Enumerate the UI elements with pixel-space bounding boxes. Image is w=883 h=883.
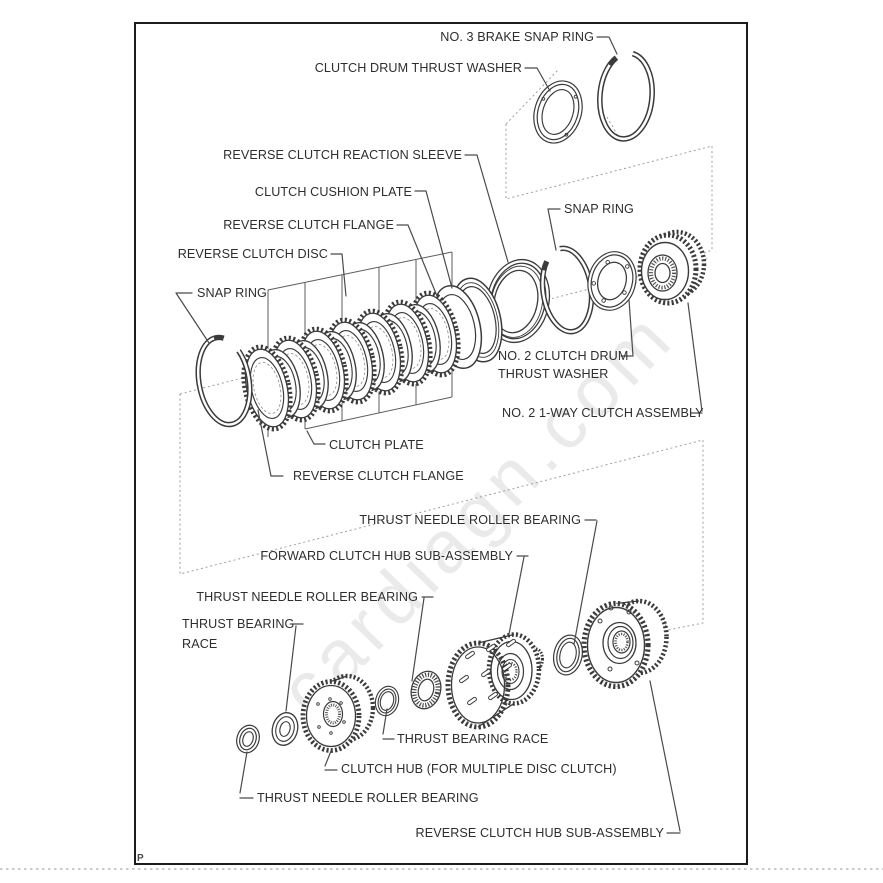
leader-clutch-drum-thrust-washer (524, 67, 551, 92)
page-marker: P (137, 853, 144, 864)
label-snap-ring-left: SNAP RING (197, 286, 267, 300)
snap-ring-left-part (195, 334, 253, 428)
label-no3-brake-snap-ring: NO. 3 BRAKE SNAP RING (440, 30, 594, 44)
label-clutch-plate: CLUTCH PLATE (329, 438, 424, 452)
leader-clutch-cushion-plate (414, 190, 453, 289)
dashed-group-lines (179, 69, 713, 631)
label-reverse-clutch-disc: REVERSE CLUTCH DISC (178, 247, 328, 261)
thrust-needle-roller-bearing-part-upper (552, 634, 584, 676)
label-clutch-cushion-plate: CLUTCH CUSHION PLATE (255, 185, 412, 199)
no2-clutch-drum-thrust-washer-part (587, 251, 637, 311)
label-thrust-needle-roller-bearing-mid: THRUST NEEDLE ROLLER BEARING (196, 590, 418, 604)
figure-border (134, 22, 748, 865)
leader-snap-ring-left (175, 292, 210, 344)
thrust-needle-roller-bearing-part-lower (236, 724, 260, 754)
label-no2-clutch-drum-thrust-washer-line1: NO. 2 CLUTCH DRUM (498, 349, 628, 363)
label-thrust-needle-roller-bearing-lower: THRUST NEEDLE ROLLER BEARING (257, 791, 479, 805)
leader-thrust-bearing-race-small (382, 708, 395, 740)
leader-no3-brake-snap-ring (596, 36, 618, 55)
leader-clutch-hub (324, 750, 338, 771)
label-forward-clutch-hub-sub-assembly: FORWARD CLUTCH HUB SUB-ASSEMBLY (260, 549, 513, 563)
label-no2-clutch-drum-thrust-washer-line2: THRUST WASHER (498, 367, 608, 381)
part-labels: NO. 3 BRAKE SNAP RING CLUTCH DRUM THRUST… (178, 30, 704, 840)
thrust-bearing-race-part-small (374, 685, 400, 717)
label-thrust-bearing-race-small: THRUST BEARING RACE (397, 732, 548, 746)
leader-reverse-clutch-flange-upper (396, 224, 438, 297)
reverse-clutch-hub-part (581, 598, 669, 690)
label-snap-ring-right: SNAP RING (564, 202, 634, 216)
leader-clutch-plate (306, 430, 326, 445)
leader-reverse-clutch-hub (649, 680, 681, 834)
leader-forward-clutch-hub (508, 555, 529, 635)
leader-thrust-needle-roller-bearing-upper (573, 519, 598, 645)
thrust-bearing-race-part-left (271, 712, 299, 746)
leader-reverse-clutch-flange-lower (257, 409, 284, 477)
no2-1way-clutch-assembly-part (637, 229, 707, 306)
label-thrust-bearing-race-left-line1: THRUST BEARING (182, 617, 294, 631)
no3-brake-snap-ring-part (597, 50, 655, 142)
label-reverse-clutch-flange-lower: REVERSE CLUTCH FLANGE (293, 469, 464, 483)
label-clutch-drum-thrust-washer: CLUTCH DRUM THRUST WASHER (315, 61, 522, 75)
clutch-drum-thrust-washer-part (533, 80, 583, 144)
thrust-needle-roller-bearing-part-mid (410, 670, 442, 710)
label-no2-1way-clutch-assembly: NO. 2 1-WAY CLUTCH ASSEMBLY (502, 406, 704, 420)
label-thrust-needle-roller-bearing-upper: THRUST NEEDLE ROLLER BEARING (359, 513, 581, 527)
label-clutch-hub: CLUTCH HUB (FOR MULTIPLE DISC CLUTCH) (341, 762, 617, 776)
clutch-hub-part (300, 673, 376, 753)
leader-reverse-clutch-disc (330, 253, 347, 297)
leader-thrust-needle-roller-bearing-mid (411, 596, 434, 682)
leader-lines (175, 36, 703, 834)
leader-snap-ring-right (547, 208, 561, 251)
clutch-pack-stack (236, 272, 511, 434)
label-reverse-clutch-flange-upper: REVERSE CLUTCH FLANGE (223, 218, 394, 232)
label-thrust-bearing-race-left-line2: RACE (182, 637, 217, 651)
forward-clutch-hub-part (445, 632, 544, 730)
label-reverse-clutch-hub-sub-assembly: REVERSE CLUTCH HUB SUB-ASSEMBLY (416, 826, 665, 840)
leader-no2-1way-clutch-assembly (687, 302, 703, 414)
label-reverse-clutch-reaction-sleeve: REVERSE CLUTCH REACTION SLEEVE (223, 148, 462, 162)
leader-thrust-needle-roller-bearing-lower (239, 751, 254, 799)
leader-reverse-clutch-reaction-sleeve (464, 154, 509, 263)
leader-no2-clutch-drum-thrust-washer (620, 299, 634, 357)
leader-thrust-bearing-race-left (285, 623, 304, 712)
